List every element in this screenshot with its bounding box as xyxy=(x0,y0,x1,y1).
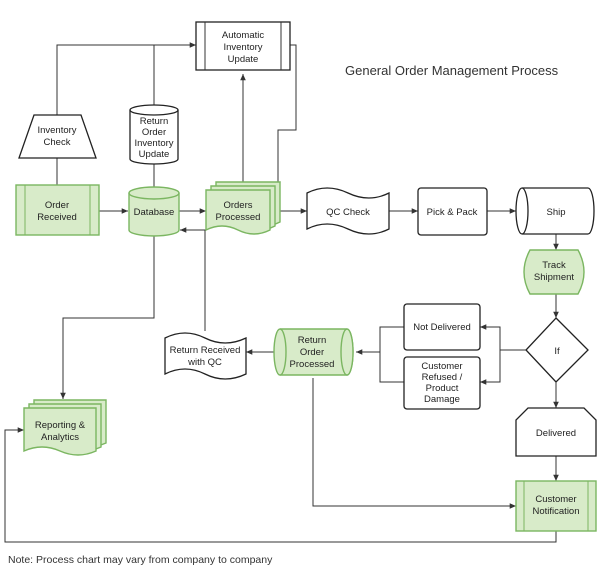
node-label: Orders xyxy=(223,200,252,211)
node-label: Not Delivered xyxy=(413,322,471,333)
edge-inventory-check-to-auto-update xyxy=(56,42,196,115)
node-label: Processed xyxy=(290,359,335,370)
edge-if-to-refused xyxy=(480,350,501,385)
node-label: Order xyxy=(300,347,324,358)
node-label: Automatic xyxy=(222,30,264,41)
node-return-order-inventory-update: Return Order Inventory Update xyxy=(129,104,179,165)
node-label: Pick & Pack xyxy=(427,207,478,218)
node-label: Ship xyxy=(546,207,565,218)
edge-auto-update-to-orders-processed xyxy=(275,44,297,188)
node-if-decision: If xyxy=(525,317,589,383)
node-track-shipment: Track Shipment xyxy=(523,249,585,295)
node-label: Update xyxy=(228,54,259,65)
node-label: with QC xyxy=(187,357,222,368)
node-label: Inventory xyxy=(134,138,173,149)
node-order-received: Order Received xyxy=(15,184,100,236)
node-customer-notification: Customer Notification xyxy=(515,480,597,532)
node-pick-pack: Pick & Pack xyxy=(417,187,488,236)
node-label: Damage xyxy=(424,394,460,405)
node-label: Analytics xyxy=(41,432,79,443)
node-label: Track xyxy=(542,260,566,271)
node-label: Shipment xyxy=(534,272,574,283)
node-label: Return Received xyxy=(170,345,241,356)
node-label: QC Check xyxy=(326,207,370,218)
node-qc-check: QC Check xyxy=(306,187,390,235)
node-label: Inventory xyxy=(223,42,262,53)
node-label: Return xyxy=(140,116,169,127)
node-label: Update xyxy=(139,149,170,160)
node-label: Customer xyxy=(421,361,462,372)
node-label: Customer xyxy=(535,494,576,505)
node-customer-refused: Customer Refused / Product Damage xyxy=(403,356,481,410)
edge-outcomes-join xyxy=(379,326,404,383)
node-label: Processed xyxy=(216,212,261,223)
node-label: Database xyxy=(134,207,175,218)
node-label: Notification xyxy=(533,506,580,517)
footnote: Note: Process chart may vary from compan… xyxy=(8,554,273,566)
edge-if-to-not-delivered xyxy=(480,324,526,351)
node-return-received-qc: Return Received with QC xyxy=(164,332,247,380)
node-delivered: Delivered xyxy=(515,407,597,457)
connectors xyxy=(4,42,559,543)
node-label: Product xyxy=(426,383,459,394)
node-label: Check xyxy=(44,137,71,148)
node-ship: Ship xyxy=(515,187,595,235)
node-label: Inventory xyxy=(37,125,76,136)
node-automatic-inventory-update: Automatic Inventory Update xyxy=(195,21,291,71)
node-label: Received xyxy=(37,212,77,223)
node-label: Order xyxy=(142,127,166,138)
node-label: Delivered xyxy=(536,428,576,439)
edge-return-order-to-notification xyxy=(312,378,516,509)
node-label: Order xyxy=(45,200,69,211)
node-label: Reporting & xyxy=(35,420,86,431)
node-reporting-analytics: Reporting & Analytics xyxy=(23,399,107,456)
node-orders-processed: Orders Processed xyxy=(205,181,281,235)
edge-return-received-to-database xyxy=(180,227,206,331)
node-not-delivered: Not Delivered xyxy=(403,303,481,351)
diagram-title: General Order Management Process xyxy=(345,63,559,78)
node-return-order-processed: Return Order Processed xyxy=(273,328,354,376)
node-database: Database xyxy=(128,186,180,237)
edge-notification-to-reporting xyxy=(4,427,557,543)
node-label: Refused / xyxy=(422,372,463,383)
node-inventory-check: Inventory Check xyxy=(18,114,97,159)
edge-database-to-reporting xyxy=(60,236,155,399)
node-label: If xyxy=(554,346,560,357)
node-label: Return xyxy=(298,335,327,346)
